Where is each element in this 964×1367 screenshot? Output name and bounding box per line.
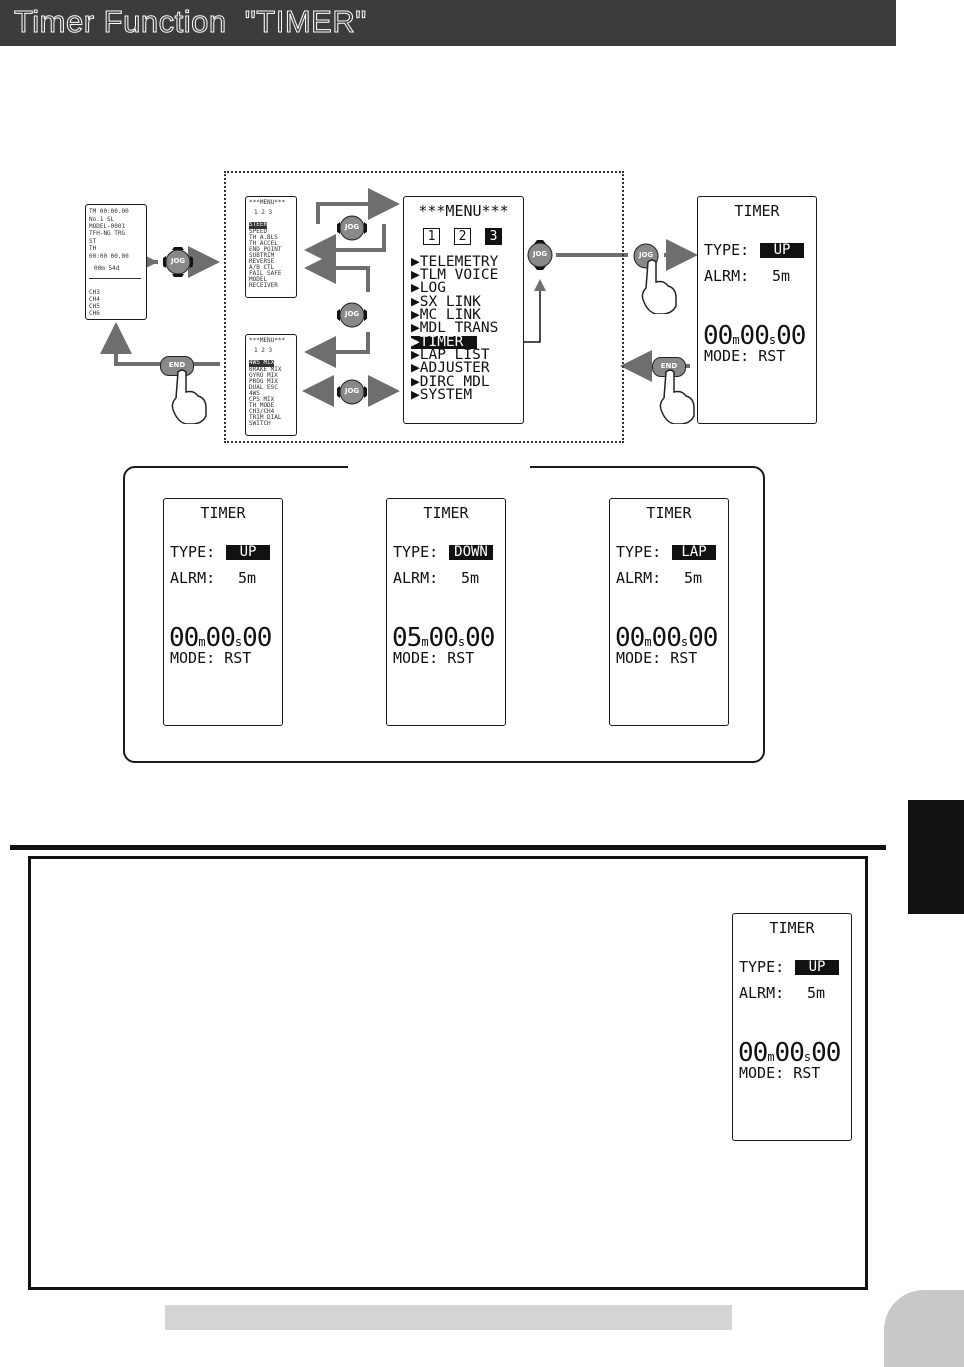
timer-mode[interactable]: MODE: RST <box>393 649 474 667</box>
timer-screen-description: TIMER TYPE: UP ALRM: 5m 00m00s00 MODE: R… <box>732 913 852 1141</box>
menu-page2-pages: 1 2 3 <box>254 348 272 355</box>
timer-title: TIMER <box>387 504 505 522</box>
timer-title: TIMER <box>610 504 728 522</box>
timer-type-value[interactable]: UP <box>226 545 270 560</box>
timer-mode[interactable]: MODE: RST <box>739 1064 820 1082</box>
jog-label: JOG <box>337 223 367 231</box>
timer-screen-lap: TIMER TYPE: LAP ALRM: 5m 00m00s00 MODE: … <box>609 498 729 726</box>
finger-press-icon <box>656 368 696 424</box>
finger-press-icon <box>168 368 208 424</box>
menu-page-tab-2[interactable]: 2 <box>454 228 471 245</box>
menu-page1-item: RECEIVER <box>249 283 278 290</box>
timer-title: TIMER <box>733 919 851 937</box>
jog-right-left-icon[interactable]: JOG <box>337 213 367 243</box>
timer-alarm-value[interactable]: 5m <box>238 569 256 587</box>
timer-alarm-value[interactable]: 5m <box>772 267 790 285</box>
timer-type-value[interactable]: LAP <box>672 545 716 560</box>
timer-type-label: TYPE: <box>393 543 438 561</box>
home-line-8: 00m 54d <box>94 266 119 273</box>
timer-alarm-value[interactable]: 5m <box>807 984 825 1002</box>
home-line-13: CH6 <box>89 311 100 318</box>
timer-mode[interactable]: MODE: RST <box>616 649 697 667</box>
timer-screen-top: TIMER TYPE: UP ALRM: 5m 00m00s00 MODE: R… <box>697 196 817 424</box>
timer-type-value[interactable]: UP <box>795 960 839 975</box>
timer-type-label: TYPE: <box>739 958 784 976</box>
menu-page1-title: ***MENU*** <box>249 200 285 207</box>
timer-alarm-label: ALRM: <box>393 569 438 587</box>
page-number-tab <box>884 1290 964 1367</box>
timer-type-value[interactable]: UP <box>760 243 804 258</box>
timer-title: TIMER <box>698 202 816 220</box>
menu-page2-title: ***MENU*** <box>249 338 285 345</box>
jog-right-left-icon[interactable]: JOG <box>337 300 367 330</box>
timer-alarm-label: ALRM: <box>616 569 661 587</box>
home-line-7: 00:00 00.00 <box>89 254 129 261</box>
home-divider <box>89 278 141 279</box>
timer-type-label: TYPE: <box>704 241 749 259</box>
timer-alarm-label: ALRM: <box>739 984 784 1002</box>
timer-mode[interactable]: MODE: RST <box>704 347 785 365</box>
menu-page1-screen: ***MENU*** 1 2 3 STEER SPEED TH A.BLS TH… <box>245 196 297 298</box>
timer-alarm-label: ALRM: <box>704 267 749 285</box>
menu-main-title: ***MENU*** <box>404 202 523 220</box>
menu-page1-pages: 1 2 3 <box>254 210 272 217</box>
timer-title: TIMER <box>164 504 282 522</box>
timer-alarm-value[interactable]: 5m <box>684 569 702 587</box>
home-line-1: TM 00:00.00 <box>89 209 129 216</box>
jog-label: JOG <box>337 387 367 395</box>
menu-main-screen: ***MENU*** 1 2 3 ▶TELEMETRY ▶TLM VOICE ▶… <box>403 196 524 424</box>
timer-screen-up: TIMER TYPE: UP ALRM: 5m 00m00s00 MODE: R… <box>163 498 283 726</box>
home-line-6: TH <box>89 246 96 253</box>
timer-type-label: TYPE: <box>616 543 661 561</box>
timer-mode[interactable]: MODE: RST <box>170 649 251 667</box>
jog-right-left-icon[interactable]: JOG <box>337 377 367 407</box>
menu-page2-screen: ***MENU*** 1 2 3 4WS MIX BRAKE MIX GYRO … <box>245 334 297 436</box>
jog-label: JOG <box>163 257 193 265</box>
timer-type-label: TYPE: <box>170 543 215 561</box>
jog-label: JOG <box>525 250 555 258</box>
menu-item-system[interactable]: ▶SYSTEM <box>411 389 472 402</box>
menu-page-tab-3[interactable]: 3 <box>485 228 502 245</box>
timer-alarm-label: ALRM: <box>170 569 215 587</box>
section-rule <box>10 845 886 850</box>
footer-bar <box>165 1305 732 1330</box>
chapter-side-tab <box>908 800 964 914</box>
jog-up-down-icon[interactable]: JOG <box>525 240 555 270</box>
jog-label: JOG <box>337 310 367 318</box>
finger-press-icon <box>638 258 678 314</box>
menu-page-tab-1[interactable]: 1 <box>423 228 440 245</box>
timer-alarm-value[interactable]: 5m <box>461 569 479 587</box>
home-screen: TM 00:00.00 No.1 SL MODEL-0001 TFH-NG TR… <box>85 204 147 320</box>
jog-dial-icon[interactable]: JOG <box>163 247 193 277</box>
menu-page2-item: SWITCH <box>249 421 271 428</box>
timer-screen-down: TIMER TYPE: DOWN ALRM: 5m 05m00s00 MODE:… <box>386 498 506 726</box>
comparison-caption-gap <box>348 462 530 470</box>
timer-type-value[interactable]: DOWN <box>449 545 493 560</box>
home-line-4: TFH-NG TRG <box>89 231 125 238</box>
